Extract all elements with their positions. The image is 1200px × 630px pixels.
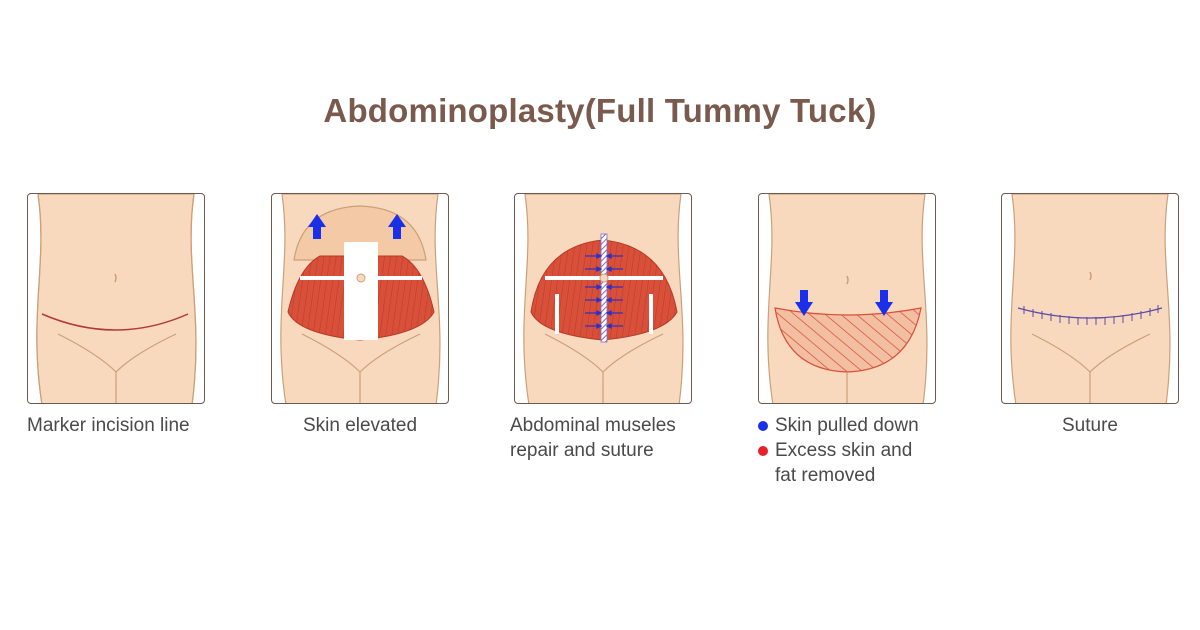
suture-line — [1017, 307, 1163, 319]
arrow-up-icon — [308, 214, 326, 239]
tighten-arrows-icon — [585, 253, 623, 329]
step-2-illustration — [271, 193, 449, 404]
incision-line — [41, 313, 189, 331]
midline-suture — [600, 233, 608, 343]
step-1-caption: Marker incision line — [27, 415, 190, 436]
step-5-caption: Suture — [1062, 415, 1118, 436]
excess-skin-removed — [774, 307, 922, 373]
step-1-illustration — [27, 193, 205, 404]
step-3-caption: Abdominal museles repair and suture — [510, 415, 676, 461]
navel — [846, 275, 849, 285]
torso-muscle-repair — [523, 194, 684, 403]
step-5-illustration — [1001, 193, 1179, 404]
arrow-down-icon — [875, 290, 893, 316]
linea-alba — [344, 242, 378, 340]
torso-skin-elevated — [280, 194, 441, 403]
navel — [1089, 271, 1092, 281]
step-4-illustration — [758, 193, 936, 404]
torso-skin-pulled-down — [767, 194, 928, 403]
diagram-title: Abdominoplasty(Full Tummy Tuck) — [323, 92, 877, 129]
step-4-caption: Skin pulled down Excess skin and fat rem… — [758, 413, 978, 488]
legend-item-skin-pulled-down: Skin pulled down — [758, 413, 978, 438]
red-bullet-icon — [758, 446, 768, 456]
torso-marker-incision — [36, 194, 197, 403]
blue-bullet-icon — [758, 421, 768, 431]
legend-item-excess-removed: Excess skin and fat removed — [758, 438, 978, 488]
stitch-marks — [1023, 305, 1159, 325]
navel — [114, 273, 117, 283]
arrow-up-icon — [388, 214, 406, 239]
elevated-skin-flap — [293, 205, 427, 261]
torso-sutured — [1010, 194, 1171, 403]
arrow-down-icon — [795, 290, 813, 316]
step-3-illustration — [514, 193, 692, 404]
step-2-caption: Skin elevated — [302, 415, 418, 436]
